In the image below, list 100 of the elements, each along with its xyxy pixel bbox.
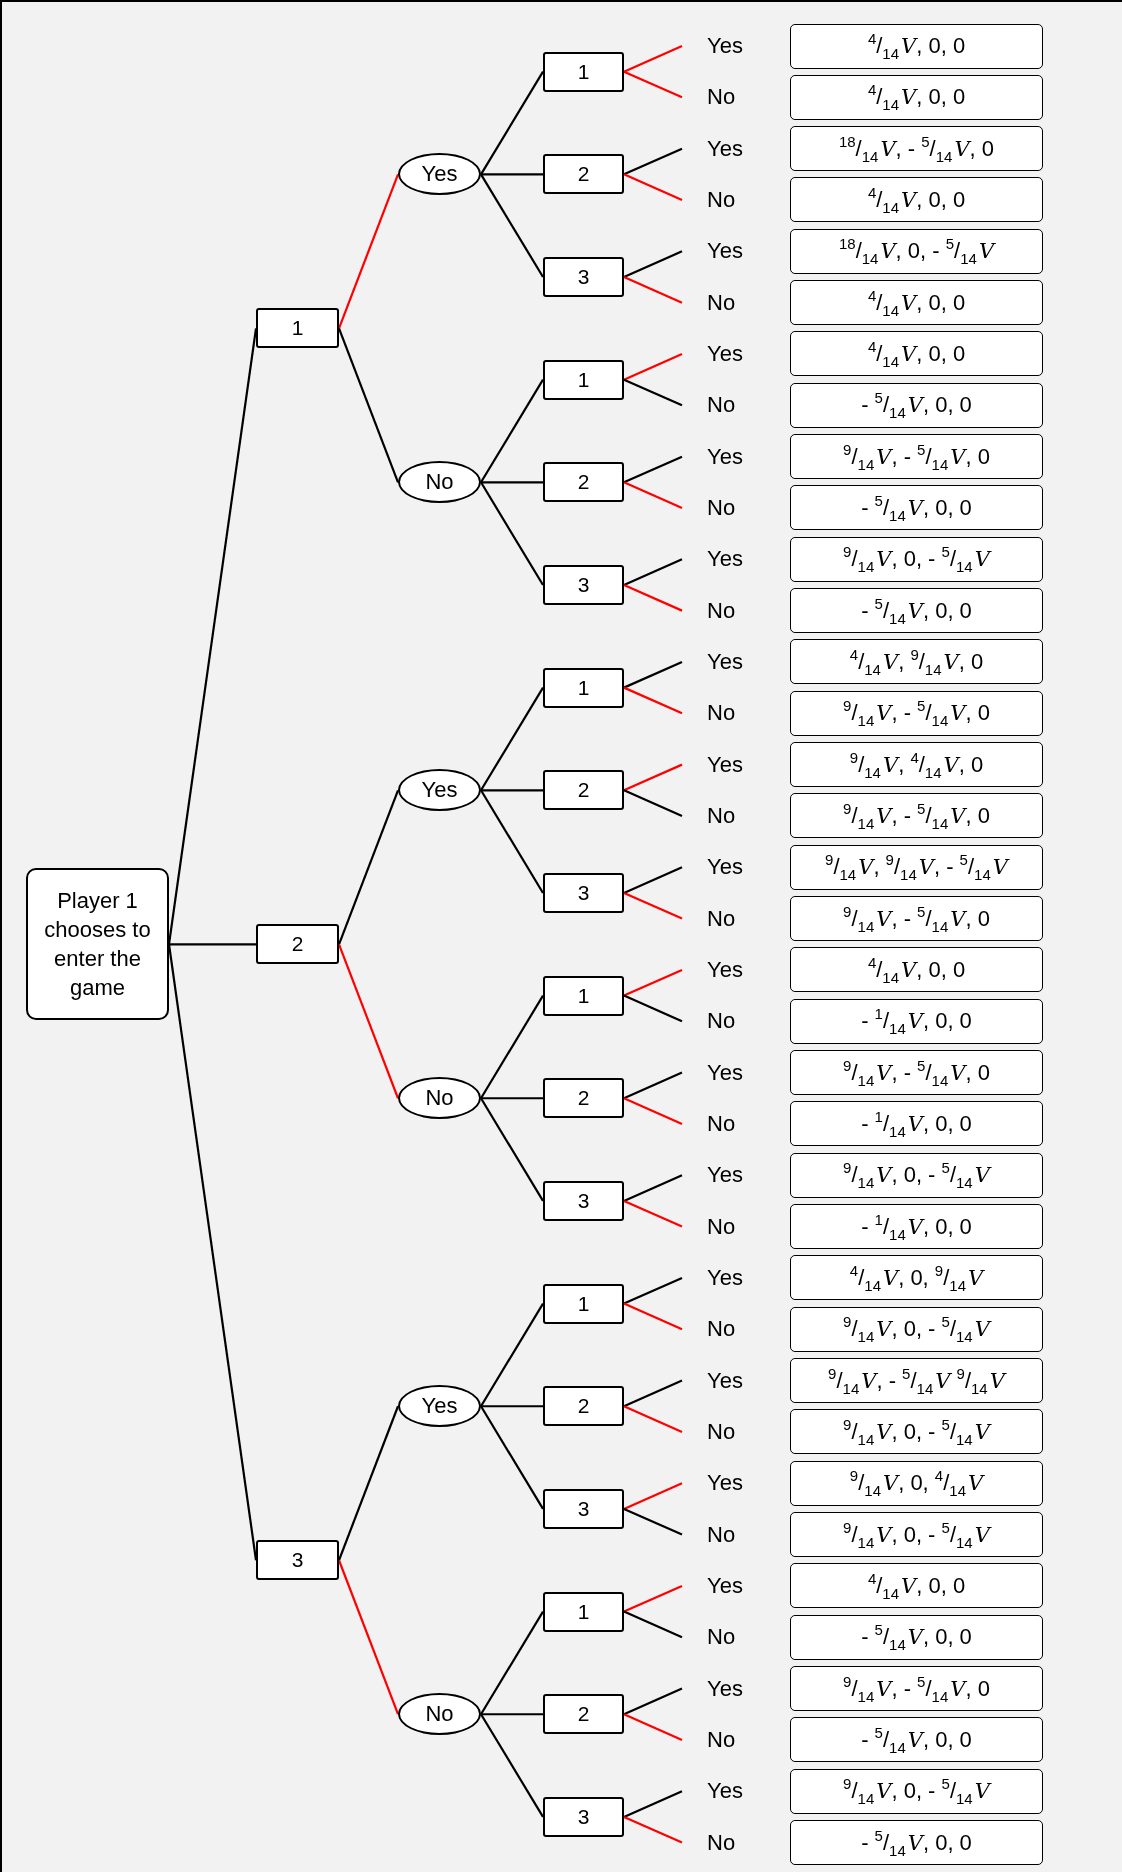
payoff-box: $^{4}$/$_{14}$V, 0, $^{9}$/$_{14}$V xyxy=(790,1255,1043,1301)
branch-line xyxy=(623,1276,683,1305)
branch-line xyxy=(623,660,683,689)
branch-line xyxy=(623,866,683,894)
branch-line xyxy=(167,944,258,1561)
answer-label: No xyxy=(682,389,762,422)
choice-box: 1 xyxy=(543,1283,624,1324)
decision-ellipse: Yes xyxy=(398,1385,481,1428)
answer-label: Yes xyxy=(682,1159,762,1192)
branch-line xyxy=(623,1174,683,1202)
branch-line xyxy=(623,789,683,817)
answer-label: Yes xyxy=(682,543,762,576)
answer-label: No xyxy=(682,286,762,319)
choice-box: 3 xyxy=(543,564,624,605)
payoff-box: $^{9}$/$_{14}$V, 0, - $^{5}$/$_{14}$V xyxy=(790,1409,1043,1455)
branch-line xyxy=(481,481,543,484)
payoff-box: $^{9}$/$_{14}$V, - $^{5}$/$_{14}$V, 0 xyxy=(790,1666,1043,1712)
answer-label: No xyxy=(682,902,762,935)
branch-line xyxy=(167,328,258,945)
branch-line xyxy=(623,45,683,73)
answer-label: Yes xyxy=(682,645,762,678)
branch-line xyxy=(480,481,544,586)
answer-label: No xyxy=(682,1518,762,1551)
answer-label: Yes xyxy=(682,1672,762,1705)
answer-label: Yes xyxy=(682,30,762,62)
payoff-box: $^{9}$/$_{14}$V, 0, - $^{5}$/$_{14}$V xyxy=(790,1768,1043,1814)
branch-line xyxy=(480,995,544,1099)
answer-label: Yes xyxy=(682,1364,762,1397)
choice-box: 2 xyxy=(543,154,624,195)
choice-box: 2 xyxy=(543,1078,624,1119)
choice-box: 1 xyxy=(543,667,624,708)
payoff-box: - $^{5}$/$_{14}$V, 0, 0 xyxy=(790,1717,1043,1763)
branch-line xyxy=(481,789,543,792)
answer-label: Yes xyxy=(682,1056,762,1089)
branch-line xyxy=(337,1559,400,1715)
branch-line xyxy=(623,1687,683,1716)
branch-line xyxy=(623,994,683,1023)
choice-box: 3 xyxy=(543,257,624,297)
answer-label: Yes xyxy=(682,1569,762,1602)
branch-line xyxy=(337,173,400,329)
branch-line xyxy=(623,455,683,484)
payoff-box: $^{4}$/$_{14}$V, 0, 0 xyxy=(790,280,1043,326)
answer-label: Yes xyxy=(682,1261,762,1294)
answer-label: Yes xyxy=(682,337,762,370)
choice-box: 1 xyxy=(543,1591,624,1632)
payoff-box: $^{9}$/$_{14}$V, - $^{5}$/$_{14}$V $^{9}$/$_{14}$V xyxy=(790,1358,1043,1404)
choice-box: 2 xyxy=(543,770,624,811)
payoff-box: $^{4}$/$_{14}$V, 0, 0 xyxy=(790,947,1043,993)
payoff-box: - $^{5}$/$_{14}$V, 0, 0 xyxy=(790,1614,1043,1660)
branch-line xyxy=(623,583,683,612)
answer-label: No xyxy=(682,1826,762,1859)
payoff-box: - $^{5}$/$_{14}$V, 0, 0 xyxy=(790,588,1043,634)
decision-ellipse: Yes xyxy=(398,153,481,196)
payoff-box: $^{18}$/$_{14}$V, - $^{5}$/$_{14}$V, 0 xyxy=(790,126,1043,172)
branch-line xyxy=(337,943,400,1099)
choice-box: 1 xyxy=(543,359,624,400)
payoff-box: - $^{1}$/$_{14}$V, 0, 0 xyxy=(790,998,1043,1044)
branch-line xyxy=(480,71,544,175)
decision-ellipse: No xyxy=(398,1693,481,1736)
branch-line xyxy=(623,1405,683,1433)
branch-line xyxy=(480,1405,544,1510)
branch-line xyxy=(480,1611,544,1715)
branch-line xyxy=(169,943,256,946)
branch-line xyxy=(623,1507,683,1536)
branch-line xyxy=(623,1071,683,1100)
branch-line xyxy=(337,789,400,945)
payoff-box: - $^{1}$/$_{14}$V, 0, 0 xyxy=(790,1204,1043,1250)
answer-label: No xyxy=(682,1313,762,1346)
branch-line xyxy=(623,173,683,201)
branch-line xyxy=(623,250,683,278)
branch-line xyxy=(623,1584,683,1613)
choice-box: 3 xyxy=(543,1180,624,1221)
payoff-box: $^{9}$/$_{14}$V, 0, - $^{5}$/$_{14}$V xyxy=(790,1512,1043,1558)
branch-line xyxy=(623,558,683,586)
answer-label: Yes xyxy=(682,748,762,781)
branch-line xyxy=(623,1302,683,1331)
branch-line xyxy=(623,968,683,997)
branch-line xyxy=(623,70,683,99)
decision-ellipse: No xyxy=(398,461,481,504)
answer-label: No xyxy=(682,594,762,627)
branch-line xyxy=(337,1405,400,1561)
choice-box: 3 xyxy=(543,1488,624,1529)
branch-line xyxy=(481,173,543,176)
branch-line xyxy=(623,1713,683,1741)
choice-box: 2 xyxy=(543,1386,624,1427)
branch-line xyxy=(481,1713,543,1716)
branch-line xyxy=(623,1482,683,1510)
payoff-box: $^{9}$/$_{14}$V, - $^{5}$/$_{14}$V, 0 xyxy=(790,793,1043,839)
payoff-box: - $^{5}$/$_{14}$V, 0, 0 xyxy=(790,382,1043,428)
branch-line xyxy=(623,481,683,509)
branch-line xyxy=(623,276,683,304)
payoff-box: $^{9}$/$_{14}$V, $^{9}$/$_{14}$V, - $^{5}$/$_{14}$V xyxy=(790,844,1043,890)
branch-line xyxy=(481,1097,543,1100)
answer-label: No xyxy=(682,1210,762,1243)
payoff-box: - $^{5}$/$_{14}$V, 0, 0 xyxy=(790,485,1043,531)
payoff-box: $^{9}$/$_{14}$V, $^{4}$/$_{14}$V, 0 xyxy=(790,742,1043,788)
payoff-box: - $^{5}$/$_{14}$V, 0, 0 xyxy=(790,1820,1043,1866)
payoff-box: $^{9}$/$_{14}$V, 0, - $^{5}$/$_{14}$V xyxy=(790,1152,1043,1198)
payoff-box: $^{9}$/$_{14}$V, 0, $^{4}$/$_{14}$V xyxy=(790,1460,1043,1506)
branch-line xyxy=(623,352,683,381)
